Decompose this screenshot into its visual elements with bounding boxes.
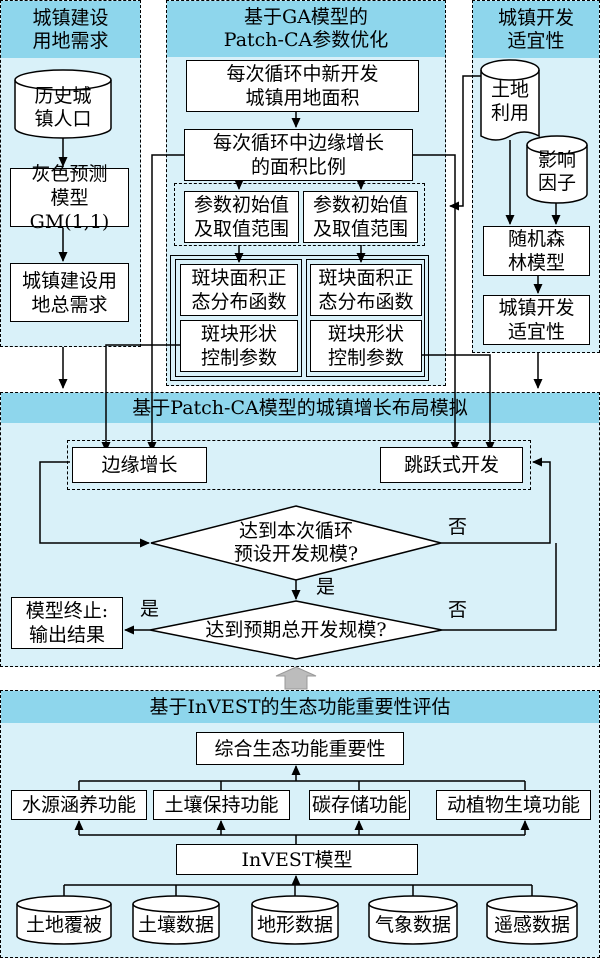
land-use-label: 土地 利用 (490, 79, 529, 124)
habitat-box: 动植物生境功能 (436, 790, 591, 820)
ga-panel-title: 基于GA模型的 Patch-CA参数优化 (167, 1, 445, 57)
param-right-box: 参数初始值 及取值范围 (303, 191, 418, 243)
terrain-label: 地形数据 (256, 913, 333, 936)
param-left-box: 参数初始值 及取值范围 (184, 191, 299, 243)
terminate-box: 模型终止: 输出结果 (11, 597, 123, 649)
leapfrog-box: 跳跃式开发 (380, 447, 523, 483)
soil-conservation-box: 土壤保持功能 (153, 790, 290, 820)
no-label-2: 否 (448, 599, 468, 621)
edge-ratio-box: 每次循环中边缘增长 的面积比例 (184, 129, 413, 181)
new-area-box: 每次循环中新开发 城镇用地面积 (186, 60, 419, 112)
edge-growth-box: 边缘增长 (72, 447, 207, 483)
no-label-1: 否 (448, 516, 468, 538)
suitability-box: 城镇开发 适宜性 (483, 295, 590, 345)
yes-label-2: 是 (140, 598, 160, 620)
water-conservation-box: 水源涵养功能 (11, 790, 147, 820)
total-demand-box: 城镇建设用 地总需求 (10, 263, 129, 322)
cycle-check-label: 达到本次循环 预设开发规模? (233, 520, 359, 565)
up-block-arrow (275, 666, 317, 690)
overall-importance-box: 综合生态功能重要性 (196, 732, 404, 765)
patch-shape-right-box: 斑块形状 控制参数 (310, 320, 422, 372)
weather-label: 气象数据 (374, 913, 451, 936)
remote-label: 遥感数据 (493, 913, 570, 936)
patch-area-left-box: 斑块面积正 态分布函数 (180, 264, 298, 316)
landcover-label: 土地覆被 (25, 913, 102, 936)
carbon-storage-box: 碳存储功能 (309, 790, 410, 820)
yes-label-1: 是 (316, 576, 336, 598)
history-pop-label: 历史城 镇人口 (34, 85, 92, 130)
rf-model-box: 随机森 林模型 (483, 226, 590, 276)
factors-label: 影响 因子 (537, 149, 576, 194)
patch-shape-left-box: 斑块形状 控制参数 (180, 320, 298, 372)
gm-model-box: 灰色预测 模型GM(1,1) (10, 163, 129, 233)
demand-panel-title: 城镇建设 用地需求 (1, 1, 140, 58)
invest-model-box: InVEST模型 (176, 844, 418, 875)
simulation-panel-title: 基于Patch-CA模型的城镇增长布局模拟 (1, 393, 599, 423)
eco-panel-title: 基于InVEST的生态功能重要性评估 (1, 691, 599, 723)
suitability-panel-title: 城镇开发 适宜性 (473, 1, 599, 58)
total-check-label: 达到预期总开发规模? (205, 618, 387, 641)
patch-area-right-box: 斑块面积正 态分布函数 (310, 264, 422, 316)
soil-data-label: 土壤数据 (137, 913, 214, 936)
